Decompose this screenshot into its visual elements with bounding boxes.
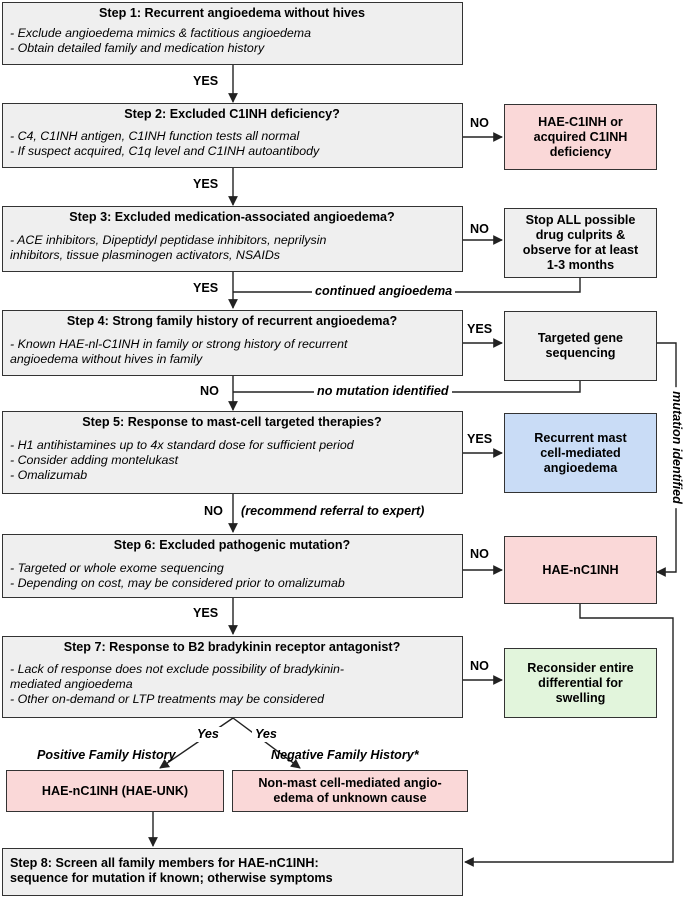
step-7-bullet: - Lack of response does not exclude poss… xyxy=(10,662,345,676)
step-7-title: Step 7: Response to B2 bradykinin recept… xyxy=(63,640,401,654)
step-3-box: Step 3: Excluded medication-associated a… xyxy=(2,206,463,272)
outcome-line: observe for at least xyxy=(522,243,639,257)
mast-cell-outcome-box: Recurrent mast cell-mediated angioedema xyxy=(504,413,657,493)
hae-nc1inh-outcome-box: HAE-nC1INH xyxy=(504,536,657,604)
step-8-title: Step 8: Screen all family members for HA… xyxy=(10,856,319,870)
outcome-line: deficiency xyxy=(549,144,612,159)
step-2-title: Step 2: Excluded C1INH deficiency? xyxy=(124,107,340,121)
outcome-line: HAE-nC1INH xyxy=(542,562,619,577)
no-label: NO xyxy=(470,547,489,561)
negative-family-history-label: Negative Family History* xyxy=(271,748,419,762)
outcome-line: swelling xyxy=(555,690,606,705)
outcome-line: acquired C1INH xyxy=(533,129,628,144)
step-4-title: Step 4: Strong family history of recurre… xyxy=(66,314,398,328)
step-3-bullet: - ACE inhibitors, Dipeptidyl peptidase i… xyxy=(10,233,327,247)
step-5-bullet: - Consider adding montelukast xyxy=(10,453,179,467)
non-mast-outcome-box: Non-mast cell-mediated angio- edema of u… xyxy=(232,770,468,812)
step-5-bullet: - H1 antihistamines up to 4x standard do… xyxy=(10,438,354,452)
step-2-bullet: - C4, C1INH antigen, C1INH function test… xyxy=(10,129,300,143)
step-1-bullet: - Obtain detailed family and medication … xyxy=(10,41,265,55)
mutation-identified-label: mutation identified xyxy=(668,387,684,508)
gene-sequencing-outcome-box: Targeted gene sequencing xyxy=(504,311,657,381)
outcome-line: Recurrent mast xyxy=(534,430,627,445)
outcome-line: Reconsider entire xyxy=(527,660,634,675)
hae-unk-outcome-box: HAE-nC1INH (HAE-UNK) xyxy=(6,770,224,812)
no-label: NO xyxy=(470,222,489,236)
yes-label: YES xyxy=(467,432,493,446)
stop-drugs-outcome-box: Stop ALL possible drug culprits & observ… xyxy=(504,208,657,278)
no-mutation-identified-label: no mutation identified xyxy=(314,384,452,399)
step-6-bullet: - Depending on cost, may be considered p… xyxy=(10,576,345,590)
yes-label: YES xyxy=(193,606,219,620)
yes-label: YES xyxy=(193,74,219,88)
step-6-box: Step 6: Excluded pathogenic mutation? - … xyxy=(2,534,463,598)
step-4-bullet: - Known HAE-nl-C1INH in family or strong… xyxy=(10,337,348,351)
outcome-line: 1-3 months xyxy=(546,258,615,272)
step-2-bullet: - If suspect acquired, C1q level and C1I… xyxy=(10,144,320,158)
yes-label: YES xyxy=(467,322,493,336)
step-4-bullet: angioedema without hives in family xyxy=(10,352,203,366)
outcome-line: drug culprits & xyxy=(535,228,626,242)
positive-family-history-label: Positive Family History xyxy=(37,748,176,762)
outcome-line: cell-mediated xyxy=(540,445,621,460)
no-label: NO xyxy=(470,116,489,130)
no-label: NO xyxy=(200,384,219,398)
step-5-box: Step 5: Response to mast-cell targeted t… xyxy=(2,411,463,494)
outcome-line: differential for xyxy=(538,675,623,690)
outcome-line: Non-mast cell-mediated angio- xyxy=(258,776,442,790)
step-1-box: Step 1: Recurrent angioedema without hiv… xyxy=(2,2,463,65)
step-7-bullet: mediated angioedema xyxy=(10,677,133,691)
continued-angioedema-label: continued angioedema xyxy=(312,284,456,299)
yes-label: Yes xyxy=(194,727,222,742)
step-1-bullet: - Exclude angioedema mimics & factitious… xyxy=(10,26,311,40)
hae-c1inh-outcome-box: HAE-C1INH or acquired C1INH deficiency xyxy=(504,104,657,170)
step-5-bullet: - Omalizumab xyxy=(10,468,88,482)
yes-label: YES xyxy=(193,177,219,191)
step-5-title: Step 5: Response to mast-cell targeted t… xyxy=(82,415,382,429)
no-label: NO xyxy=(470,659,489,673)
outcome-line: angioedema xyxy=(543,460,618,475)
no-label: NO xyxy=(204,504,223,518)
reconsider-outcome-box: Reconsider entire differential for swell… xyxy=(504,648,657,718)
step-2-box: Step 2: Excluded C1INH deficiency? - C4,… xyxy=(2,103,463,168)
step-3-bullet: inhibitors, tissue plasminogen activator… xyxy=(10,248,280,262)
outcome-line: HAE-nC1INH (HAE-UNK) xyxy=(41,783,189,798)
step-7-bullet: - Other on-demand or LTP treatments may … xyxy=(10,692,325,706)
step-4-box: Step 4: Strong family history of recurre… xyxy=(2,310,463,376)
step-8-subtitle: sequence for mutation if known; otherwis… xyxy=(10,871,333,885)
outcome-line: edema of unknown cause xyxy=(273,791,427,805)
yes-label: YES xyxy=(193,281,219,295)
step-8-box: Step 8: Screen all family members for HA… xyxy=(2,848,463,896)
step-7-box: Step 7: Response to B2 bradykinin recept… xyxy=(2,636,463,718)
yes-label: Yes xyxy=(252,727,280,742)
outcome-line: Stop ALL possible xyxy=(525,213,636,227)
outcome-line: sequencing xyxy=(545,346,616,360)
step-6-bullet: - Targeted or whole exome sequencing xyxy=(10,561,224,575)
recommend-referral-label: (recommend referral to expert) xyxy=(238,504,428,519)
step-6-title: Step 6: Excluded pathogenic mutation? xyxy=(113,538,351,552)
outcome-line: HAE-C1INH or xyxy=(538,114,623,129)
step-3-title: Step 3: Excluded medication-associated a… xyxy=(69,210,395,224)
step-1-title: Step 1: Recurrent angioedema without hiv… xyxy=(99,6,365,20)
outcome-line: Targeted gene xyxy=(537,331,624,345)
